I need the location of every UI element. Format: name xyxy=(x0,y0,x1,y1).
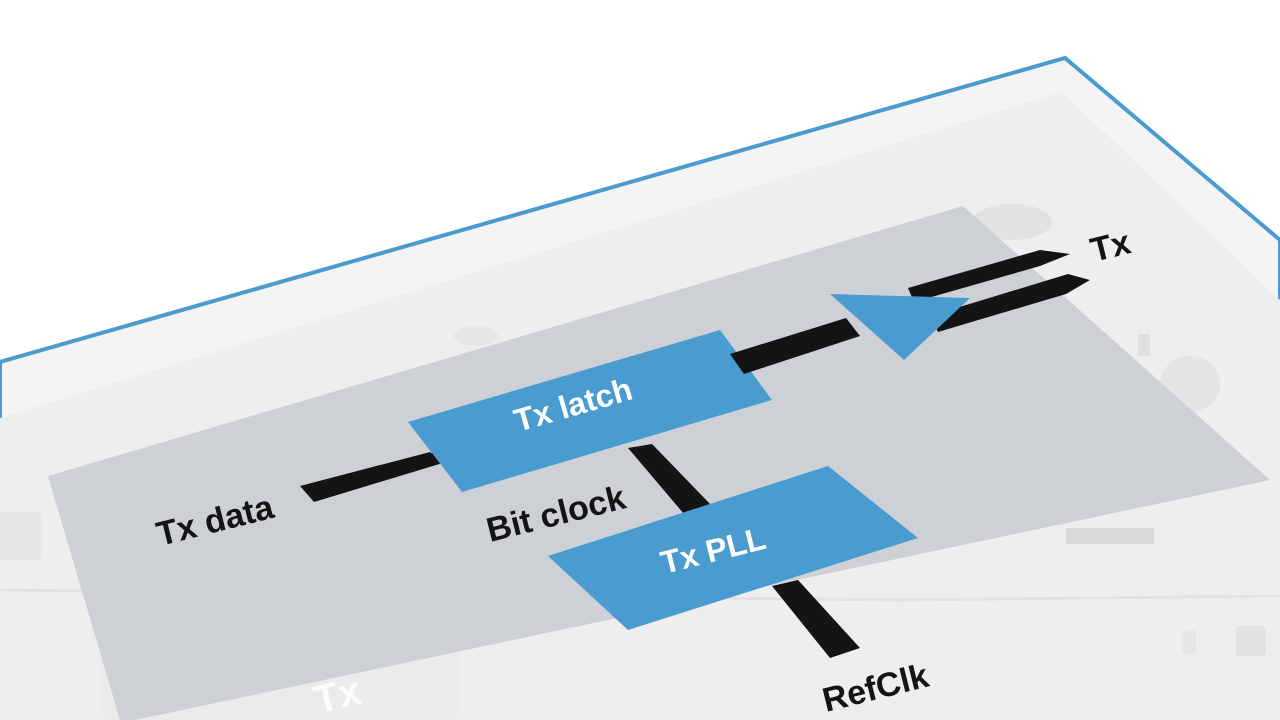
triangle-buffer-icon xyxy=(830,294,970,360)
tx-out-wire-lower xyxy=(930,274,1090,332)
tx-latch-block xyxy=(408,330,772,492)
tx-data-wire xyxy=(300,452,446,502)
bit-clock-wire xyxy=(628,444,712,514)
board-label: Tx xyxy=(310,669,366,720)
connector-pins xyxy=(1066,528,1154,544)
tx-out-label: Tx xyxy=(1087,223,1135,269)
board-component xyxy=(1182,630,1196,654)
board-component xyxy=(454,326,498,346)
refclk-wire xyxy=(772,580,860,658)
board-component xyxy=(1138,334,1150,356)
board-component xyxy=(1236,626,1266,656)
latch-output-wire xyxy=(730,318,860,374)
board-component xyxy=(972,204,1052,240)
tx-out-wire-upper xyxy=(908,250,1070,302)
tx-pll-block xyxy=(548,466,918,630)
board-component xyxy=(0,512,42,560)
